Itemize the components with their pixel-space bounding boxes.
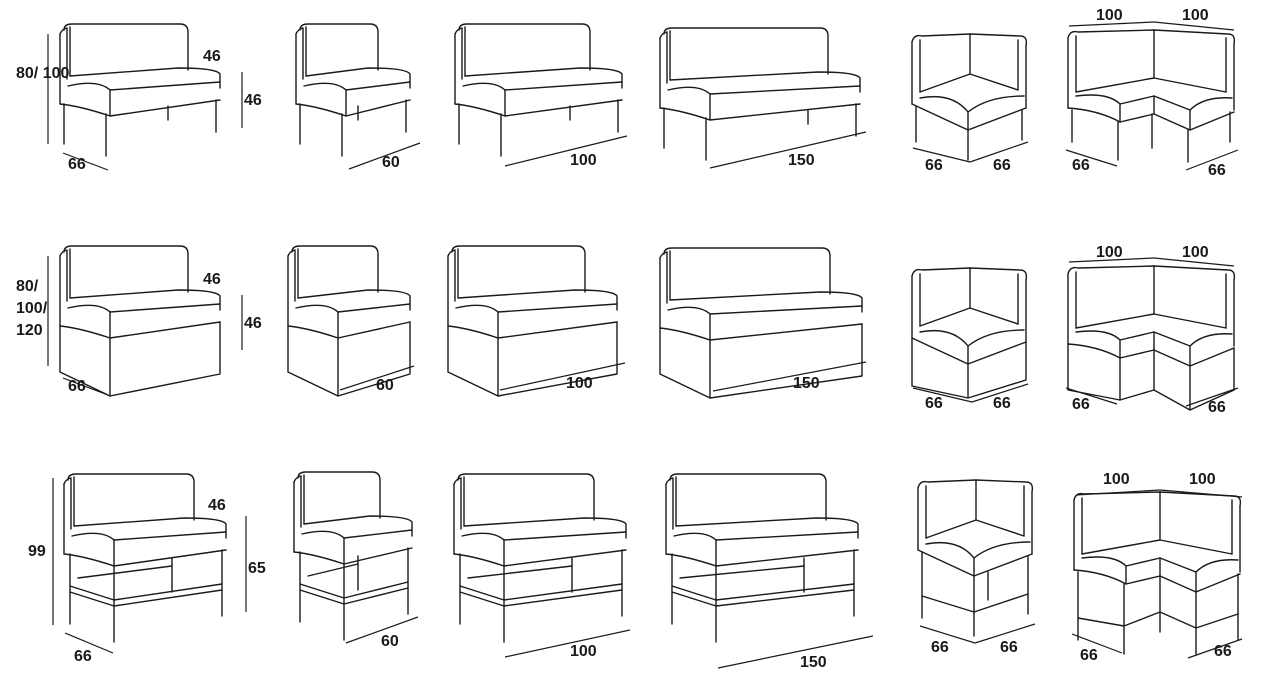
corner-seat-drawing (911, 267, 1028, 399)
bench-drawing (659, 27, 861, 161)
top-label-left: 100 (1103, 471, 1130, 488)
width-label: 66 (68, 156, 86, 173)
width-label: 150 (800, 654, 827, 671)
depth-label-left: 66 (931, 639, 949, 656)
top-label-right: 100 (1182, 244, 1209, 261)
seat-depth-label: 46 (208, 497, 226, 514)
width-label: 150 (793, 375, 820, 392)
bench-drawing (293, 471, 413, 641)
depth-label-left: 66 (1080, 647, 1098, 664)
bench-drawing (287, 245, 411, 397)
l-corner-bench-drawing (1073, 491, 1242, 655)
bench-drawing (453, 473, 627, 643)
seat-depth-label: 46 (203, 271, 221, 288)
depth-label-left: 66 (1072, 157, 1090, 174)
depth-label-left: 66 (925, 395, 943, 412)
width-label: 150 (788, 152, 815, 169)
bench-drawing (454, 23, 623, 157)
depth-label-right: 66 (1000, 639, 1018, 656)
seat-height-label: 46 (244, 92, 262, 109)
width-label: 60 (382, 154, 400, 171)
width-label: 100 (570, 643, 597, 660)
bench-drawing (295, 23, 411, 157)
depth-label-right: 66 (1208, 399, 1226, 416)
depth-label-left: 66 (1072, 396, 1090, 413)
depth-label-right: 66 (993, 157, 1011, 174)
seat-height-label: 65 (248, 560, 266, 577)
top-label-right: 100 (1182, 7, 1209, 24)
width-label: 60 (381, 633, 399, 650)
corner-seat-drawing (911, 33, 1028, 161)
depth-label-right: 66 (993, 395, 1011, 412)
height-label: 80/ 100/ 120 (16, 278, 48, 339)
depth-label-right: 66 (1208, 162, 1226, 179)
corner-seat-drawing (917, 479, 1034, 637)
seat-depth-label: 46 (203, 48, 221, 65)
bench-drawing (63, 473, 227, 643)
l-corner-bench-drawing (1067, 29, 1236, 163)
depth-label-left: 66 (925, 157, 943, 174)
bench-drawing (447, 245, 618, 397)
height-label: 99 (28, 543, 46, 560)
bench-drawing (659, 247, 863, 399)
bench-drawing (59, 23, 221, 157)
dimension-lines (47, 21, 1243, 669)
top-label-left: 100 (1096, 7, 1123, 24)
width-label: 100 (570, 152, 597, 169)
depth-label-right: 66 (1214, 643, 1232, 660)
bench-drawing (665, 473, 859, 643)
seat-height-label: 46 (244, 315, 262, 332)
width-label: 66 (74, 648, 92, 665)
width-label: 60 (376, 377, 394, 394)
top-label-right: 100 (1189, 471, 1216, 488)
bench-drawing (59, 245, 221, 397)
top-label-left: 100 (1096, 244, 1123, 261)
width-label: 100 (566, 375, 593, 392)
l-corner-bench-drawing (1067, 265, 1236, 411)
width-label: 66 (68, 378, 86, 395)
height-label-line-1: 80/ 100 (16, 65, 70, 82)
